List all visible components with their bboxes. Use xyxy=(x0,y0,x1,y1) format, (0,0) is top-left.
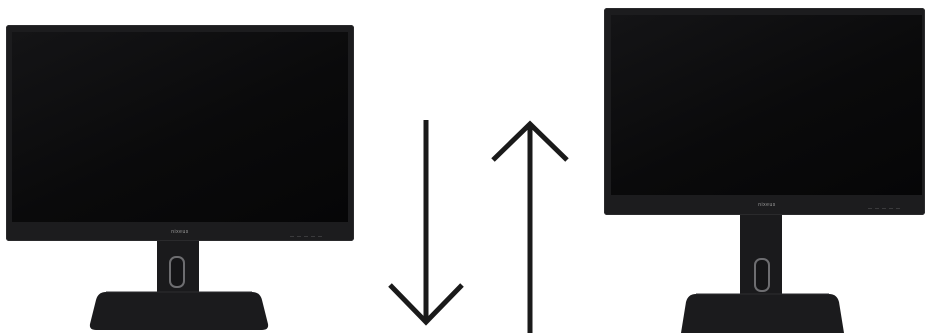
down-arrow-icon xyxy=(390,120,462,322)
up-arrow-icon xyxy=(493,124,567,333)
